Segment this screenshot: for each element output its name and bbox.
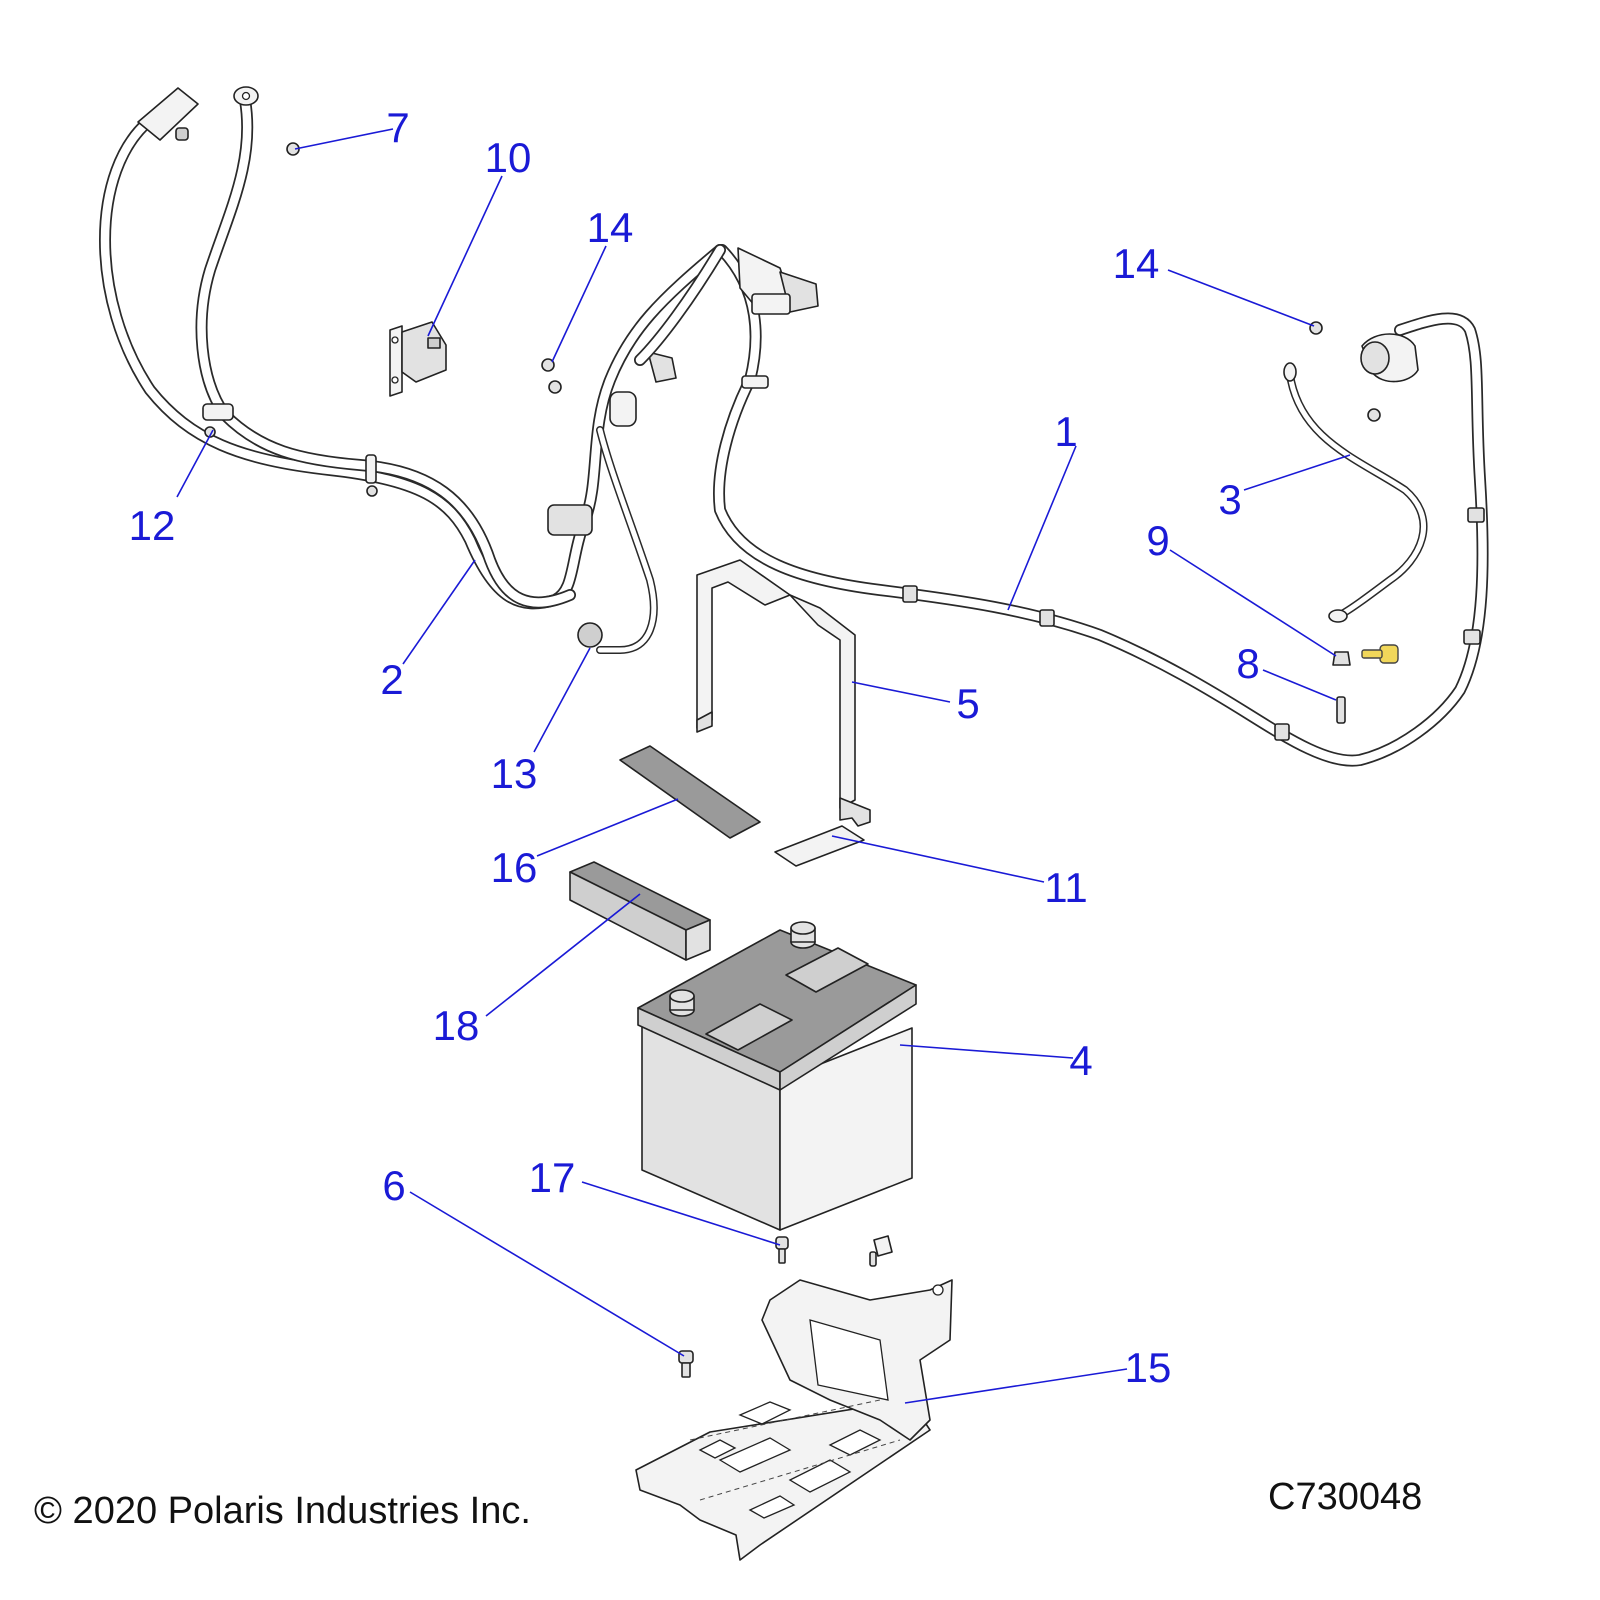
callout-16: 16: [491, 844, 538, 891]
callout-2: 2: [380, 656, 403, 703]
callout-3: 3: [1218, 476, 1241, 523]
figure-id: C730048: [1268, 1476, 1423, 1518]
callout-15: 15: [1125, 1344, 1172, 1391]
callout-14-left: 14: [587, 204, 634, 251]
hardware-fasteners: [286, 142, 1399, 1378]
callout-7: 7: [386, 104, 409, 151]
callout-5: 5: [956, 680, 979, 727]
copyright-notice: © 2020 Polaris Industries Inc.: [34, 1490, 531, 1532]
warning-label: [774, 825, 865, 867]
callout-1: 1: [1054, 408, 1077, 455]
callout-11: 11: [1044, 864, 1088, 911]
callout-6: 6: [382, 1162, 405, 1209]
highlighted-bolt: [1361, 644, 1399, 664]
positive-battery-cable: [634, 244, 1489, 767]
battery-hold-down-bracket: [696, 559, 871, 827]
callout-9: 9: [1146, 517, 1169, 564]
callout-18: 18: [433, 1002, 480, 1049]
callout-14-right: 14: [1113, 240, 1160, 287]
callout-10: 10: [485, 134, 532, 181]
battery-pad: [619, 745, 761, 839]
callout-labels: 1 2 3 4 5 6 7 8 9 10 11 12 13 14 14 15 1…: [129, 104, 1260, 1391]
ground-strap: [1283, 362, 1428, 623]
callout-12: 12: [129, 502, 176, 549]
callout-8: 8: [1236, 640, 1259, 687]
battery: [637, 921, 917, 1231]
battery-cable-harness: [99, 86, 726, 654]
battery-tray: [635, 1279, 953, 1561]
terminal-cover: [569, 861, 711, 961]
solenoid-relay: [389, 321, 447, 397]
leader-lines: [176, 128, 1351, 1404]
callout-4: 4: [1069, 1037, 1092, 1084]
callout-17: 17: [529, 1154, 576, 1201]
callout-13: 13: [491, 750, 538, 797]
